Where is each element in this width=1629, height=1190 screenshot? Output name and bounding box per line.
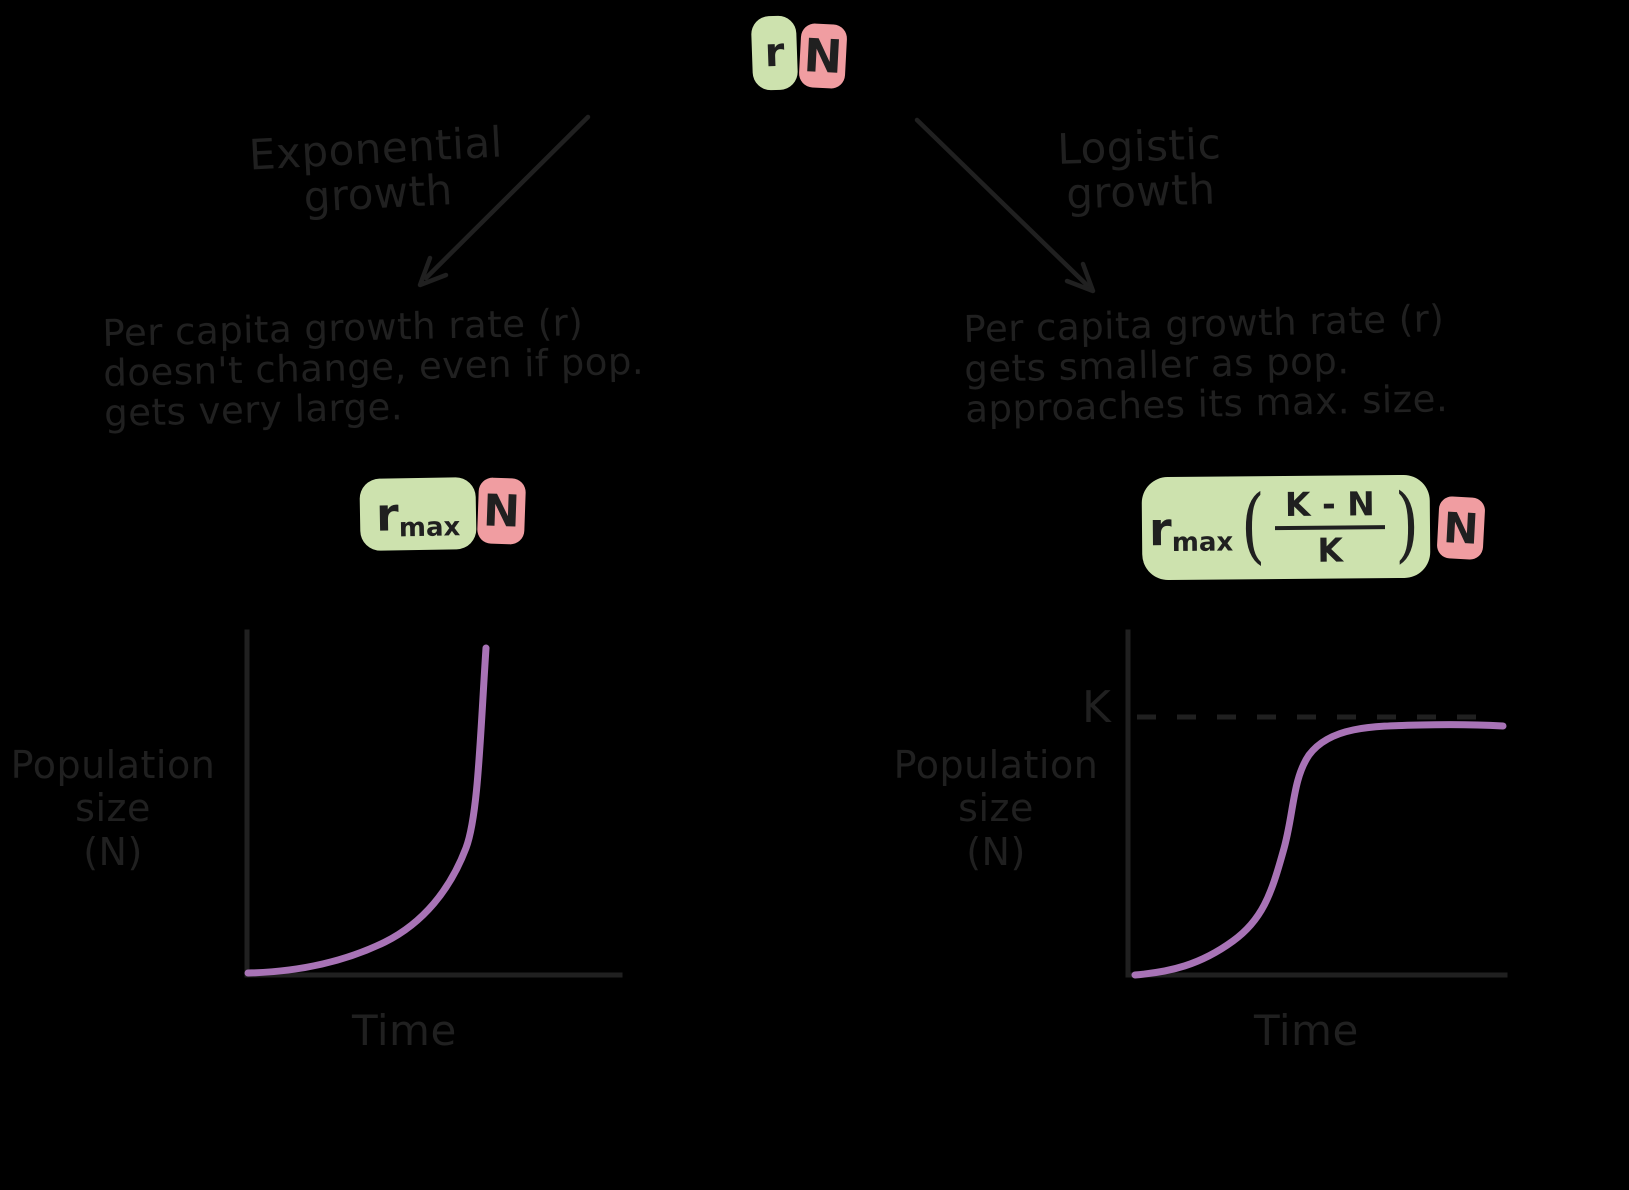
open-paren: ( (1240, 477, 1266, 574)
highlight-n-chip: N (1436, 495, 1486, 561)
r-base: r (1148, 501, 1172, 556)
ylabel-line: (N) (83, 829, 143, 874)
close-paren: ) (1394, 476, 1420, 572)
ylabel-line: Population (10, 743, 216, 787)
logistic-curve (1131, 721, 1507, 979)
label-line: Logistic (1056, 119, 1222, 174)
fraction-k-minus-n-over-k: K - N K (1274, 484, 1386, 570)
r-subscript: max (398, 512, 461, 544)
fraction-numerator: K - N (1274, 484, 1386, 531)
ylabel-line: (N) (966, 829, 1026, 874)
label-exponential-growth: Exponential growth (238, 117, 516, 224)
ylabel-line: size (958, 786, 1034, 831)
root-equation-rn: r N (750, 15, 848, 91)
x-axis-label: Time (352, 1006, 457, 1055)
highlight-n-chip: N (798, 22, 848, 90)
y-axis-label: Population size (N) (888, 743, 1104, 874)
rmax-symbol: r max (1148, 501, 1234, 557)
exponential-curve (244, 644, 490, 977)
ylabel-line: Population (893, 743, 1099, 787)
rmax-symbol: r max (375, 487, 460, 543)
logistic-equation: r max ( K - N K ) N (1141, 474, 1486, 581)
n-symbol: N (802, 28, 844, 84)
n-symbol: N (482, 484, 521, 538)
highlight-rmax-term-chip: r max ( K - N K ) (1141, 474, 1431, 581)
r-base: r (375, 487, 400, 542)
r-subscript: max (1171, 526, 1234, 558)
n-symbol: N (1442, 502, 1480, 554)
exponential-growth-chart (244, 629, 623, 978)
highlight-r-chip: r (750, 15, 799, 91)
ylabel-line: size (75, 786, 151, 831)
arrow-to-exponential (417, 114, 591, 288)
r-symbol: r (763, 29, 786, 77)
label-logistic-growth: Logistic growth (1028, 119, 1251, 219)
highlight-n-chip: N (476, 477, 527, 545)
exponential-description: Per capita growth rate (r) doesn't chang… (102, 301, 645, 435)
axes (1125, 629, 1508, 978)
x-axis-label: Time (1254, 1006, 1359, 1055)
axes (244, 629, 623, 978)
exponential-equation: r max N (359, 476, 527, 552)
fraction-denominator: K (1317, 530, 1344, 570)
highlight-rmax-chip: r max (359, 476, 477, 552)
logistic-growth-chart (1125, 629, 1508, 979)
carrying-capacity-label: K (1082, 682, 1112, 733)
logistic-description: Per capita growth rate (r) gets smaller … (963, 297, 1449, 431)
arrow-to-logistic (914, 117, 1096, 294)
y-axis-label: Population size (N) (6, 743, 220, 874)
